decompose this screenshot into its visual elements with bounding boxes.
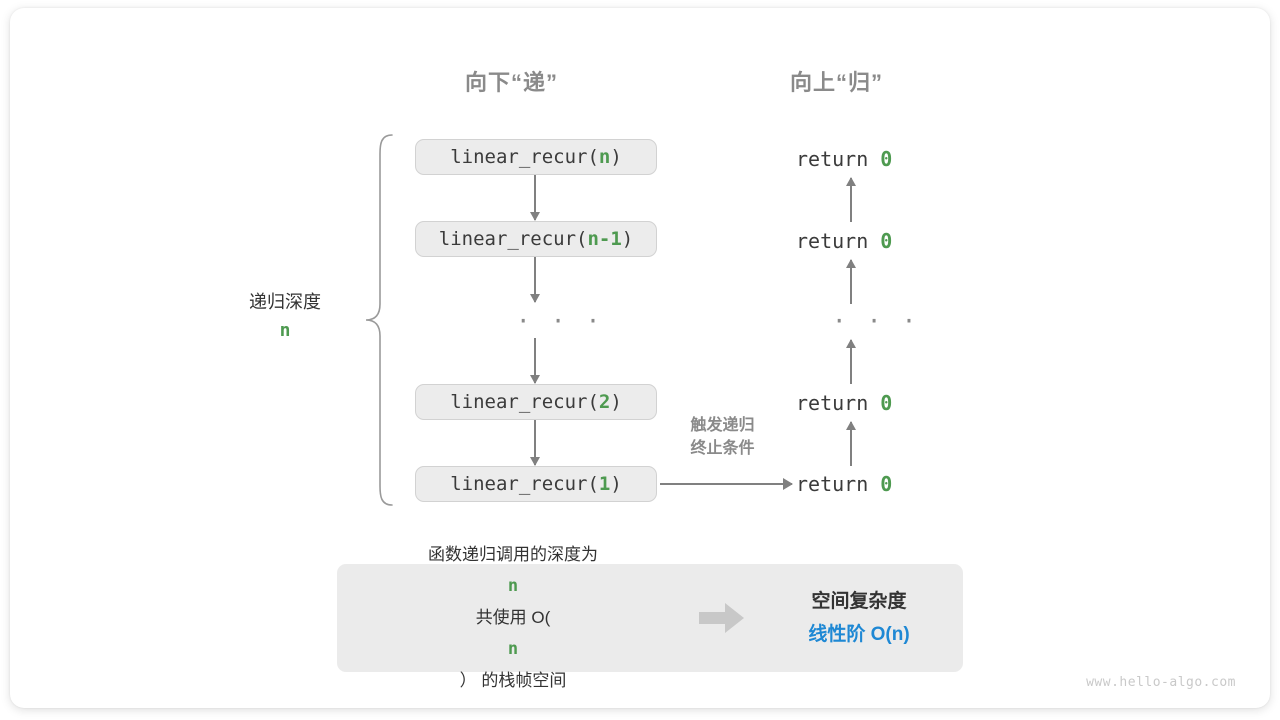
return-value-1-val: 0 [880,472,893,496]
ascend-arrow-3 [846,339,856,384]
descend-arrow-1 [530,175,540,221]
ascend-ellipsis: · · · [832,307,920,335]
diagram-card: 向下“递” 向上“归” 递归深度 n linear_recur(n) linea… [10,8,1270,708]
summary-line-1-text: 函数递归调用的深度为 [428,545,598,565]
base-case-note-line2: 终止条件 [690,440,755,458]
column-header-descend: 向下“递” [465,70,559,95]
return-value-2-val: 0 [880,391,893,415]
call-box-1: linear_recur(1) [415,466,657,502]
summary-line-2: 共使用 O( n ） 的栈帧空间 [337,602,689,696]
base-case-arrow [660,478,793,490]
return-keyword-n: return [796,147,869,171]
depth-brace [362,132,396,513]
call-box-n-close: ) [610,146,622,168]
ascend-arrow-2 [846,259,856,304]
ascend-arrow-4 [846,421,856,466]
return-value-2: return 0 [796,391,892,415]
summary-line-2-var: n [507,638,519,659]
call-box-n-1-arg: n-1 [587,228,622,250]
return-keyword-1: return [796,472,869,496]
call-box-2-close: ) [610,391,622,413]
base-case-note: 触发递归 终止条件 [660,414,785,460]
call-box-n-arg: n [598,146,611,168]
space-complexity-order: 线性阶 O(n) [808,624,910,645]
call-box-1-arg: 1 [598,473,611,495]
summary-line-2-suffix: ） 的栈帧空间 [459,671,567,691]
call-box-n-name: linear_recur( [450,146,599,168]
return-keyword-2: return [796,391,869,415]
call-box-2-arg: 2 [598,391,611,413]
complexity-summary-panel: 函数递归调用的深度为 n 共使用 O( n ） 的栈帧空间 空间复杂度 线性阶 O(… [337,545,963,690]
return-value-n: return 0 [796,147,892,171]
ascend-arrow-1 [846,177,856,222]
space-complexity-title: 空间复杂度 [811,590,907,612]
summary-description: 函数递归调用的深度为 n 共使用 O( n ） 的栈帧空间 [337,539,689,696]
summary-line-1: 函数递归调用的深度为 n [337,539,689,602]
watermark: www.hello-algo.com [1086,675,1236,690]
return-value-n-1: return 0 [796,229,892,253]
call-box-1-name: linear_recur( [450,473,599,495]
call-box-n-1: linear_recur(n-1) [415,221,657,257]
call-box-n: linear_recur(n) [415,139,657,175]
column-header-ascend: 向上“归” [790,70,884,95]
call-box-2-name: linear_recur( [450,391,599,413]
call-box-2: linear_recur(2) [415,384,657,420]
call-box-n-1-name: linear_recur( [438,228,588,250]
right-arrow-icon [689,602,755,634]
return-value-n-1-val: 0 [880,229,893,253]
descend-ellipsis: · · · [516,307,604,335]
summary-line-2-prefix: 共使用 O( [475,608,551,628]
recursion-depth-text: 递归深度 [249,292,321,312]
recursion-depth-label: 递归深度 n [210,289,360,345]
return-value-n-val: 0 [880,147,893,171]
return-value-1: return 0 [796,472,892,496]
summary-line-1-var: n [507,575,519,596]
call-box-1-close: ) [610,473,622,495]
descend-arrow-4 [530,420,540,466]
base-case-note-line1: 触发递归 [690,417,755,434]
descend-arrow-2 [530,257,540,303]
call-box-n-1-close: ) [621,228,634,250]
return-keyword-n-1: return [796,229,869,253]
descend-arrow-3 [530,338,540,384]
summary-conclusion: 空间复杂度 线性阶 O(n) [755,585,963,652]
recursion-depth-variable: n [279,319,291,341]
